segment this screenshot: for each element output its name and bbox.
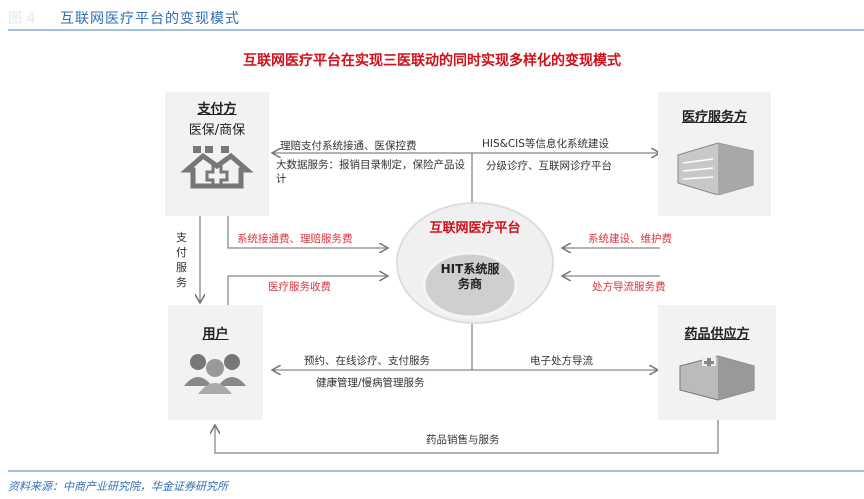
arrow-user-fee — [227, 276, 388, 305]
hit-provider-label: HIT系统服务商 — [440, 262, 500, 291]
pharma-box: 药品供应方 — [658, 305, 776, 420]
source-note: 资料来源：中商产业研究院，华金证券研究所 — [8, 480, 228, 493]
label-provider-top: HIS&CIS等信息化系统建设 — [482, 138, 609, 150]
label-provider-fee: 系统建设、维护费 — [588, 233, 672, 245]
top-rule — [8, 29, 864, 31]
provider-box: 医疗服务方 — [658, 92, 771, 216]
label-payer-fee: 系统接通费、理赔服务费 — [237, 233, 353, 245]
label-pay-service: 支付服务 — [176, 231, 187, 289]
user-title: 用户 — [202, 327, 229, 342]
label-pharma-fee: 处方导流服务费 — [592, 281, 666, 293]
user-box: 用户 — [168, 305, 263, 420]
pharma-title: 药品供应方 — [684, 327, 750, 342]
arrow-drug-sales — [215, 420, 719, 454]
label-drug-sales: 药品销售与服务 — [426, 434, 500, 446]
payer-subtitle: 医保/商保 — [188, 123, 246, 138]
insurance-house-icon — [180, 146, 254, 189]
hit-ellipse — [422, 251, 518, 319]
label-user-bottom: 健康管理/慢病管理服务 — [316, 377, 425, 389]
payer-box: 支付方 医保/商保 — [165, 92, 269, 216]
diagram-title: 互联网医疗平台在实现三医联动的同时实现多样化的变现模式 — [243, 53, 621, 69]
label-user-top: 预约、在线诊疗、支付服务 — [304, 355, 430, 367]
hospital-building-icon — [677, 142, 754, 196]
label-provider-bottom: 分级诊疗、互联网诊疗平台 — [486, 160, 612, 172]
pharmacy-store-icon — [679, 355, 755, 401]
figure-title: 互联网医疗平台的变现模式 — [60, 11, 240, 27]
arrow-payer-fee — [227, 215, 388, 248]
label-user-fee: 医疗服务收费 — [268, 281, 331, 293]
provider-title: 医疗服务方 — [681, 110, 747, 125]
payer-title: 支付方 — [197, 102, 237, 117]
bottom-rule — [8, 470, 864, 472]
label-payer-top: 理赔支付系统接通、医保控费 — [280, 140, 417, 152]
label-payer-bottom: 大数据服务：报销目录制定，保险产品设计 — [276, 159, 465, 185]
label-pharma-top: 电子处方导流 — [530, 355, 593, 367]
platform-title: 互联网医疗平台 — [429, 221, 521, 236]
figure-number: 图 4 — [8, 11, 36, 27]
users-group-icon — [184, 354, 246, 394]
